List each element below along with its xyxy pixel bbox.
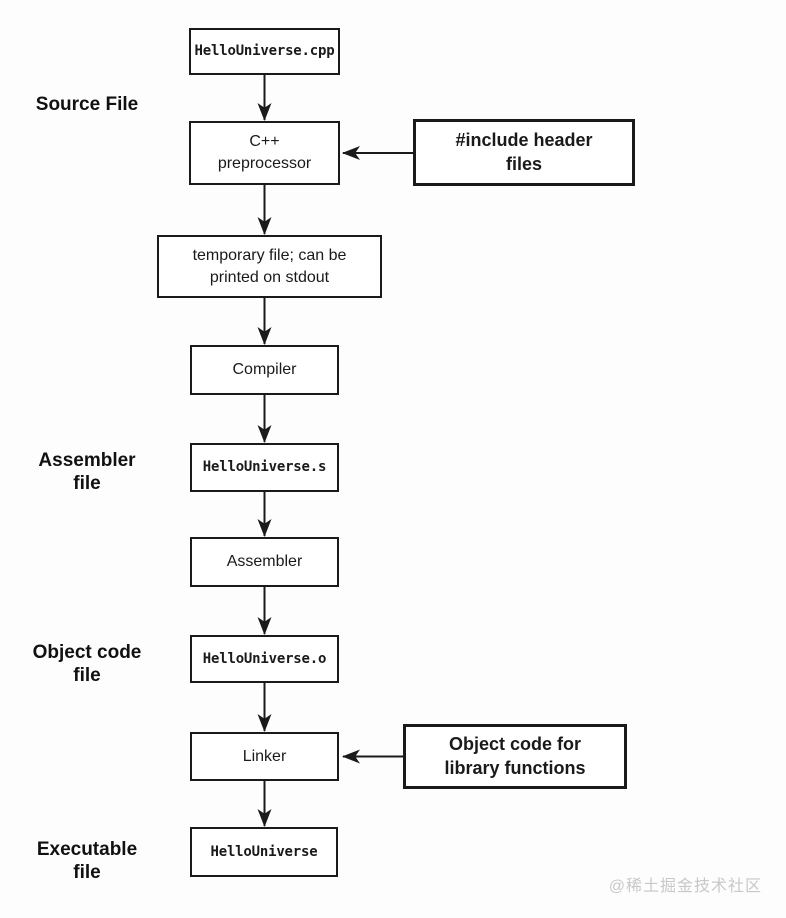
node-source-cpp: HelloUniverse.cpp [189,28,340,75]
watermark: @稀土掘金技术社区 [608,878,762,895]
node-preprocessor: C++ preprocessor [189,121,340,185]
node-assembly-file: HelloUniverse.s [190,443,339,492]
label-source-file: Source File [35,94,139,115]
node-object-file: HelloUniverse.o [190,635,339,683]
node-temp-file: temporary file; can be printed on stdout [157,235,382,298]
node-include-headers: #include header files [413,119,635,186]
label-executable-file: Executable file [36,839,138,883]
label-object-code-file: Object code file [32,642,142,686]
node-compiler: Compiler [190,345,339,395]
node-object-lib: Object code for library functions [403,724,627,789]
label-assembler-file: Assembler file [38,450,136,494]
node-executable: HelloUniverse [190,827,338,877]
node-assembler: Assembler [190,537,339,587]
node-linker: Linker [190,732,339,781]
